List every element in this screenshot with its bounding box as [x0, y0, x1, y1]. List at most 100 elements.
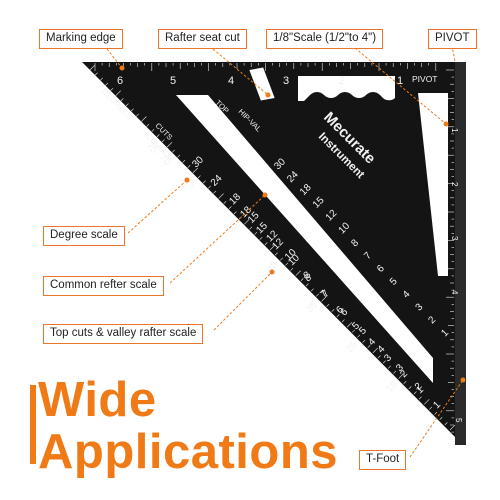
scale-tick — [274, 252, 278, 256]
scale-tick — [244, 219, 250, 225]
scale-tick — [192, 167, 199, 174]
scale-tick — [295, 270, 301, 276]
scale-tick — [321, 296, 327, 302]
scale-tick — [418, 396, 422, 400]
pivot-engraving: PIVOT — [412, 74, 438, 84]
scale-tick — [156, 134, 160, 138]
scale-tick — [151, 129, 155, 132]
scale-tick — [290, 267, 294, 271]
scale-tick — [249, 226, 253, 230]
right-edge-number: 3 — [450, 236, 459, 241]
scale-tick — [208, 185, 211, 189]
scale-number: 15 — [384, 379, 400, 395]
scale-tick — [444, 422, 448, 426]
scale-tick — [300, 278, 304, 282]
scale-tick — [130, 108, 134, 112]
headline-line-2: Applications — [38, 425, 339, 479]
scale-tick — [382, 360, 386, 364]
scale-tick — [161, 139, 165, 143]
rafter-slot-cutout — [176, 95, 433, 383]
leader-dot — [265, 92, 271, 98]
scale-number: 55 — [224, 219, 240, 235]
scale-tick — [372, 347, 379, 354]
scale-tick — [424, 399, 430, 405]
leader-marking-edge — [106, 48, 123, 69]
callout-rafter-seat-cut: Rafter seat cut — [158, 29, 247, 49]
scale-tick — [187, 165, 191, 168]
callout-top-cuts-valley: Top cuts & valley rafter scale — [43, 324, 204, 344]
scale-tick — [213, 190, 217, 194]
rafter-seat-cutout — [249, 67, 275, 101]
scale-tick — [228, 206, 232, 210]
scale-tick — [393, 370, 397, 374]
callout-t-foot: T-Foot — [359, 450, 407, 470]
scale-tick — [166, 141, 173, 148]
scale-tick — [449, 424, 456, 431]
scale-tick — [115, 90, 121, 96]
callout-marking-edge: Marking edge — [39, 29, 123, 49]
scale-tick — [259, 237, 263, 240]
scale-tick — [182, 159, 186, 163]
top-edge-number: 5 — [170, 75, 176, 87]
scale-tick — [305, 283, 309, 287]
scale-tick — [89, 64, 96, 71]
callout-degree-scale: Degree scale — [43, 226, 125, 246]
headline: Wide Applications — [38, 374, 338, 478]
rafter-square-tool: 6 5 4 3 2 1 PIVOT 1 2 3 4 5 DEGREES CUTS… — [82, 62, 466, 445]
leader-dot — [262, 192, 268, 198]
top-edge-number: 4 — [228, 75, 234, 87]
scale-window-cutout — [298, 76, 395, 101]
leader-dot — [443, 121, 449, 127]
leader-dot — [269, 269, 275, 275]
leader-eighth-scale — [354, 47, 447, 125]
top-edge-number: 6 — [117, 75, 123, 87]
scale-tick — [202, 180, 206, 184]
scale-tick — [331, 309, 335, 312]
leader-pivot — [451, 44, 456, 63]
scale-tick — [310, 288, 314, 292]
scale-tick — [413, 391, 417, 395]
scale-tick — [269, 244, 276, 251]
leader-degree-scale — [127, 179, 188, 234]
scale-tick — [218, 193, 224, 199]
headline-line-1: Wide — [38, 373, 157, 427]
scale-tick — [125, 103, 129, 107]
marking-edge-ticks — [94, 63, 437, 71]
rafter-square-body — [82, 62, 461, 443]
scale-tick — [377, 355, 381, 359]
top-edge-number: 2 — [339, 75, 345, 87]
leader-top-cuts — [213, 271, 273, 331]
leader-rafter-seat — [212, 48, 269, 96]
scale-tick — [352, 329, 355, 333]
leader-dot — [460, 377, 466, 383]
scale-tick — [100, 77, 103, 81]
scale-tick — [388, 365, 391, 369]
right-edge-number: 5 — [454, 418, 463, 423]
right-edge-number: 2 — [450, 182, 459, 187]
scale-tick — [408, 386, 412, 390]
right-edge-number: 4 — [450, 290, 459, 295]
scale-tick — [177, 154, 181, 158]
leader-common-scale — [169, 194, 266, 284]
headline-accent-bar — [30, 385, 36, 464]
top-edge-number: 1 — [397, 75, 403, 87]
leader-t-foot — [409, 379, 464, 458]
scale-tick — [362, 339, 366, 343]
scale-tick — [233, 211, 237, 215]
scale-number: 25 — [344, 339, 360, 355]
top-edge-number: 3 — [283, 75, 289, 87]
scale-number: 35 — [304, 299, 320, 315]
scale-tick — [398, 373, 404, 379]
scale-tick — [136, 113, 139, 117]
scale-tick — [105, 82, 109, 86]
leader-dot — [119, 65, 125, 71]
right-edge-number: 1 — [450, 128, 459, 133]
diagonal-edge-ticks — [89, 64, 456, 431]
callout-pivot: PIVOT — [428, 29, 477, 49]
scale-tick — [439, 417, 443, 420]
scale-tick — [197, 175, 201, 179]
scale-tick — [357, 334, 361, 338]
scale-tick — [280, 257, 283, 261]
scale-tick — [336, 314, 340, 318]
